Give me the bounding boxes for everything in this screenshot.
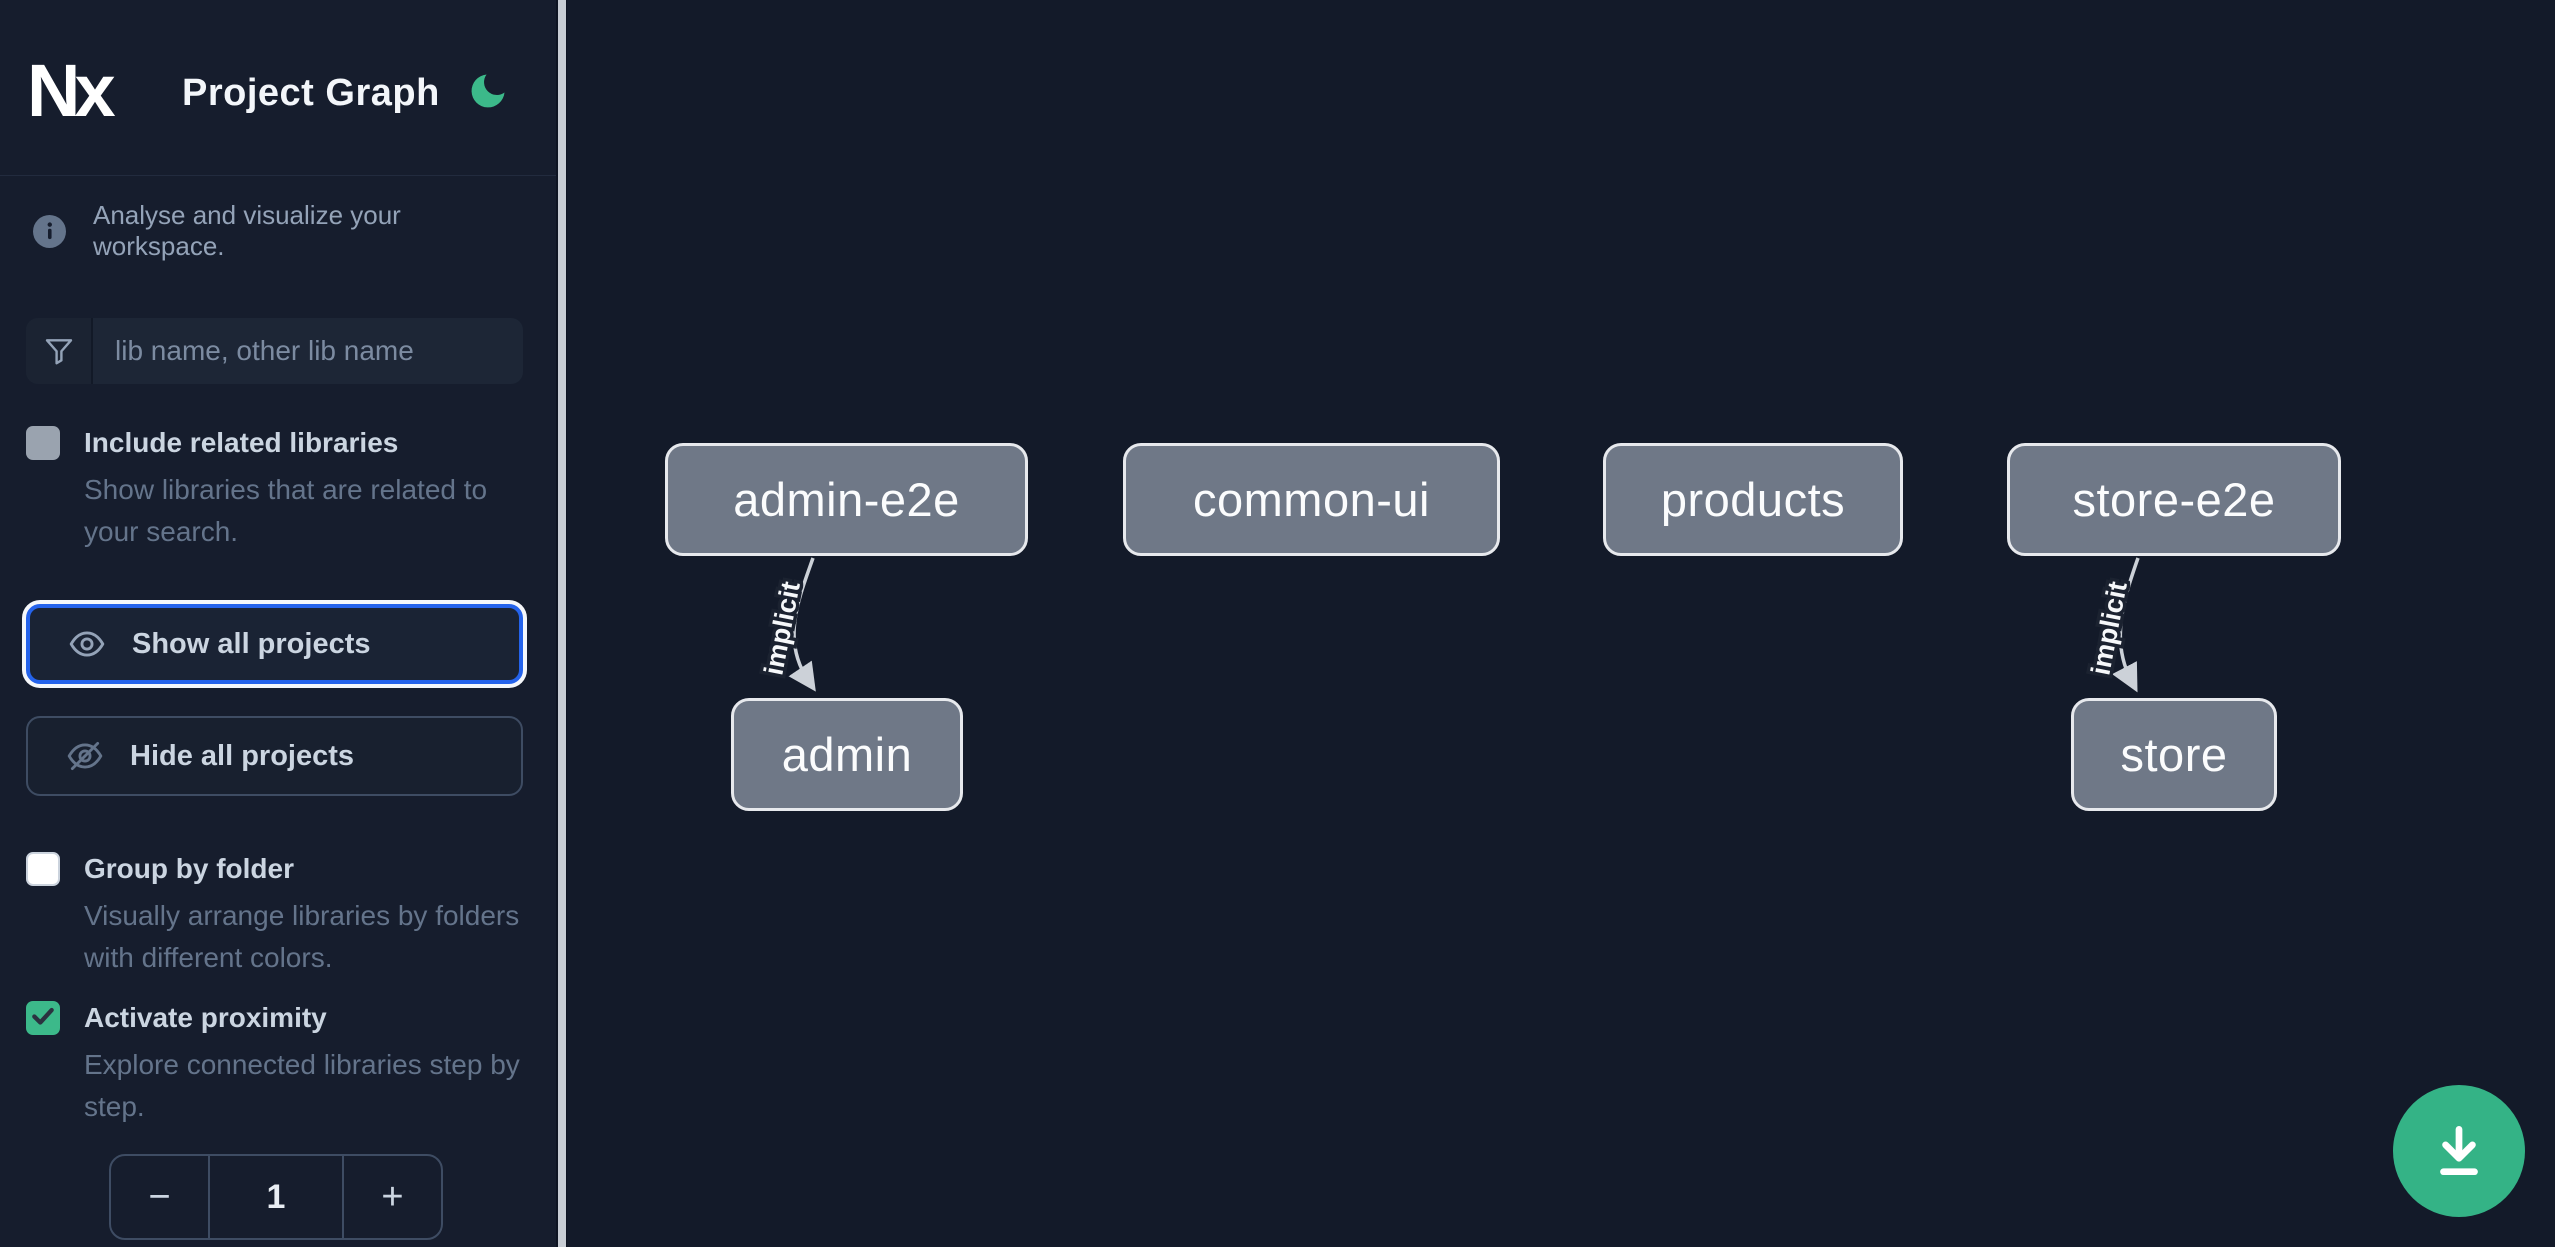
download-icon bbox=[2428, 1119, 2490, 1184]
desc-activate-proximity: Explore connected libraries step by step… bbox=[84, 1049, 520, 1122]
workspace-tagline-row: Analyse and visualize your workspace. bbox=[33, 200, 533, 262]
graph-node-products[interactable]: products bbox=[1603, 443, 1903, 556]
nx-logo: Nx bbox=[27, 49, 116, 132]
page-title: Project Graph bbox=[182, 72, 440, 114]
download-graph-button[interactable] bbox=[2393, 1085, 2525, 1217]
graph-node-admin-e2e[interactable]: admin-e2e bbox=[665, 443, 1028, 556]
project-graph-canvas[interactable] bbox=[568, 0, 2555, 1247]
show-all-projects-button[interactable]: Show all projects bbox=[26, 604, 523, 684]
graph-node-store-e2e[interactable]: store-e2e bbox=[2007, 443, 2341, 556]
checkmark-icon bbox=[30, 1003, 56, 1034]
checkbox-group-by-folder[interactable] bbox=[26, 852, 60, 886]
moon-icon bbox=[466, 74, 510, 116]
graph-node-store[interactable]: store bbox=[2071, 698, 2277, 811]
show-all-projects-label: Show all projects bbox=[132, 627, 371, 660]
decrement-button[interactable]: − bbox=[111, 1156, 208, 1238]
info-icon bbox=[33, 214, 66, 248]
filter-icon bbox=[26, 318, 93, 384]
hide-all-projects-button[interactable]: Hide all projects bbox=[26, 716, 523, 796]
proximity-depth-value[interactable]: 1 bbox=[208, 1156, 344, 1238]
desc-group-by-folder: Visually arrange libraries by folders wi… bbox=[84, 900, 520, 973]
eye-icon bbox=[68, 625, 106, 663]
eye-off-icon bbox=[66, 737, 104, 775]
sidebar-resize-handle[interactable] bbox=[556, 0, 567, 1247]
sidebar-header: Nx Project Graph bbox=[0, 0, 556, 176]
label-activate-proximity[interactable]: Activate proximity bbox=[84, 1002, 327, 1033]
proximity-depth-stepper: − 1 + bbox=[109, 1154, 443, 1240]
graph-node-admin[interactable]: admin bbox=[731, 698, 963, 811]
desc-include-related-libraries: Show libraries that are related to your … bbox=[84, 474, 488, 547]
checkbox-include-related-libraries[interactable] bbox=[26, 426, 60, 460]
filter-search-box bbox=[26, 318, 523, 384]
label-group-by-folder[interactable]: Group by folder bbox=[84, 853, 294, 884]
increment-button[interactable]: + bbox=[344, 1156, 441, 1238]
graph-node-common-ui[interactable]: common-ui bbox=[1123, 443, 1500, 556]
sidebar: Nx Project Graph Analyse and visualize y… bbox=[0, 0, 556, 1247]
dark-mode-toggle[interactable] bbox=[462, 66, 514, 118]
checkbox-activate-proximity[interactable] bbox=[26, 1001, 60, 1035]
hide-all-projects-label: Hide all projects bbox=[130, 739, 355, 772]
workspace-tagline: Analyse and visualize your workspace. bbox=[93, 200, 401, 261]
label-include-related-libraries[interactable]: Include related libraries bbox=[84, 427, 399, 458]
search-input[interactable] bbox=[93, 318, 523, 384]
